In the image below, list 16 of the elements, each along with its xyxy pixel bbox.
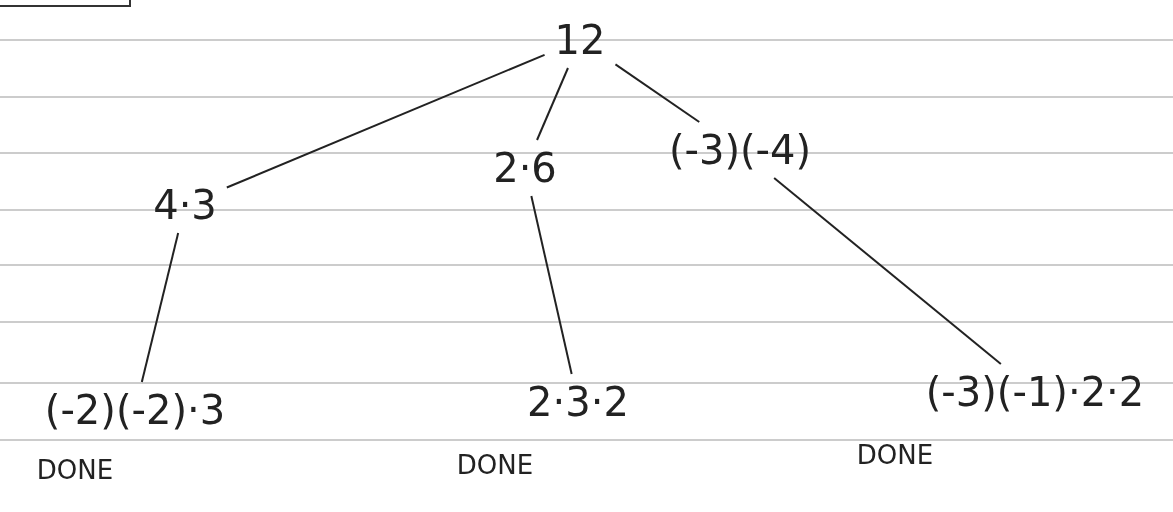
factor-expression: (-3)(-1)·2·2 — [921, 370, 1149, 414]
branch-line — [530, 195, 573, 375]
branch-line — [614, 63, 701, 123]
factor-expression: (-2)(-2)·3 — [40, 388, 230, 432]
done-note: DONE — [856, 440, 934, 470]
factor-expression: 12 — [550, 18, 610, 62]
branch-line — [773, 177, 1002, 365]
branch-line — [140, 232, 180, 383]
factor-expression: 2·3·2 — [523, 380, 633, 424]
branch-line — [536, 67, 569, 141]
done-note: DONE — [36, 455, 114, 485]
branch-line — [225, 53, 546, 189]
factor-expression: 4·3 — [149, 183, 221, 227]
factor-expression: 2·6 — [489, 146, 561, 190]
done-note: DONE — [456, 450, 534, 480]
factor-expression: (-3)(-4) — [664, 128, 816, 172]
